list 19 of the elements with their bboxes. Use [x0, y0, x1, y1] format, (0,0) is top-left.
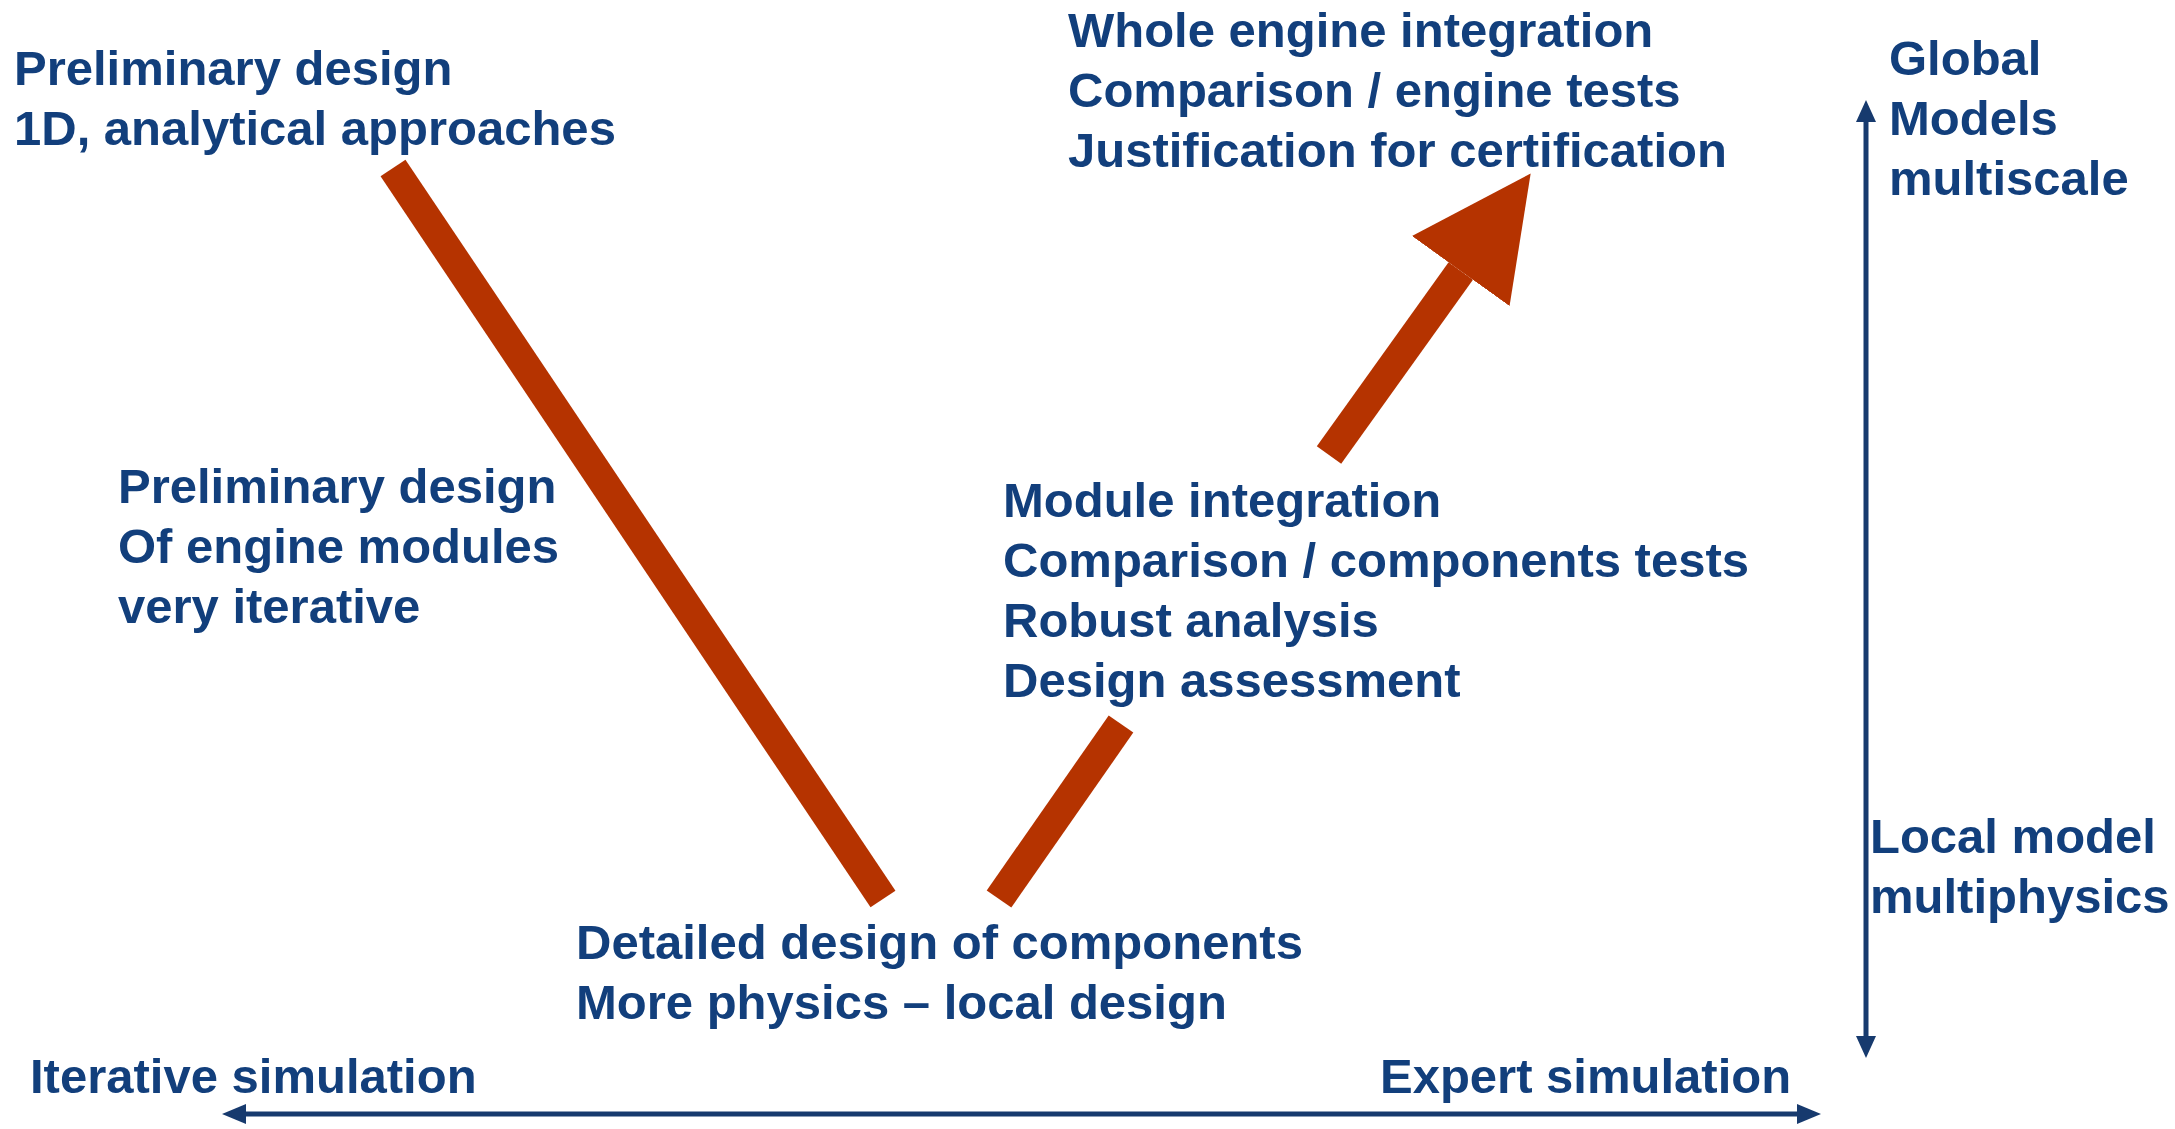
arrow: [1316, 173, 1531, 464]
stage-line: Preliminary design: [118, 458, 558, 515]
stage-line: 1D, analytical approaches: [14, 100, 616, 157]
stage-line: Comparison / components tests: [1003, 532, 1749, 589]
scale-label: Iterative simulation: [30, 1048, 477, 1105]
stage-line: Comparison / engine tests: [1068, 62, 1682, 119]
stage-line: Of engine modules: [118, 518, 560, 575]
stage-line: Justification for certification: [1068, 122, 1727, 179]
stage-line: Module integration: [1003, 472, 1443, 529]
stage-line: very iterative: [118, 578, 422, 635]
scale-label: Expert simulation: [1380, 1048, 1792, 1105]
scale-label: Global Models multiscale: [1889, 30, 2129, 207]
stage-line: Whole engine integration: [1068, 2, 1655, 59]
stage-line: More physics – local design: [576, 974, 1228, 1031]
stage-line: Design assessment: [1003, 652, 1462, 709]
scale-label: Local model multiphysics: [1870, 808, 2170, 925]
stage-line: Detailed design of components: [576, 914, 1303, 971]
stage-line: Robust analysis: [1003, 592, 1380, 649]
stage-line: Preliminary design: [14, 40, 454, 97]
